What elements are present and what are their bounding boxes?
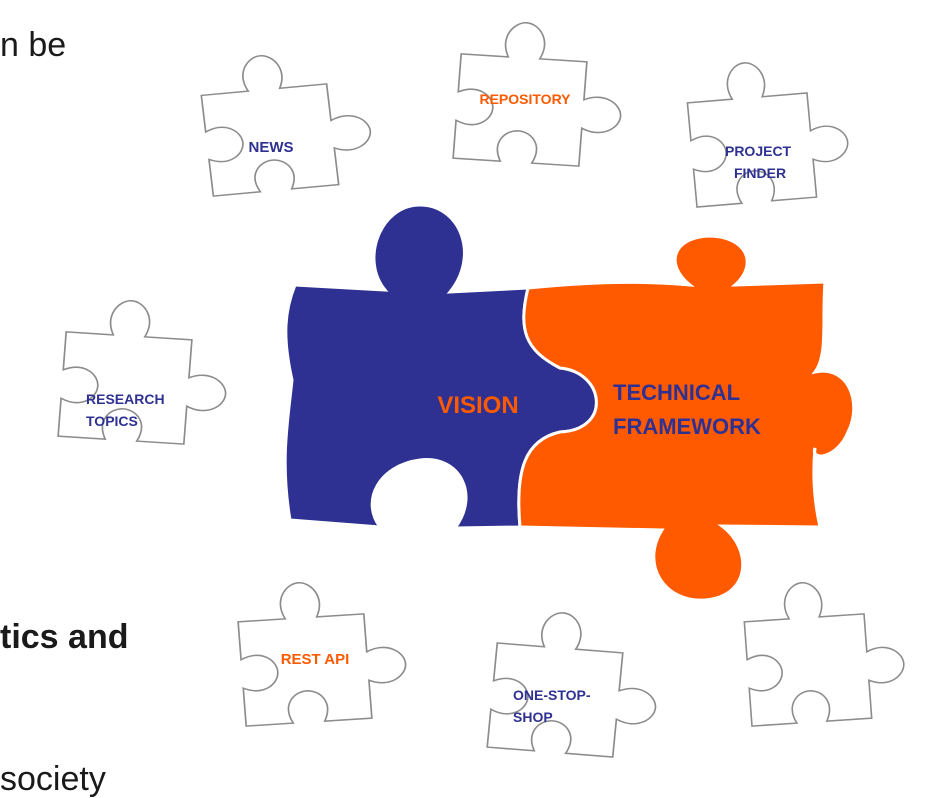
label-repository: REPOSITORY <box>479 91 571 107</box>
label-technical-framework: TECHNICAL FRAMEWORK <box>613 380 761 439</box>
label-vision: VISION <box>437 392 518 419</box>
label-research-topics: RESEARCH TOPICS <box>86 391 168 429</box>
puzzle-piece-blank <box>740 575 909 727</box>
label-technical-framework-line-1: TECHNICAL <box>613 380 740 405</box>
text-fragment-top: n be <box>0 26 67 64</box>
label-rest-api: REST API <box>281 651 350 668</box>
text-fragment-middle: tics and <box>0 618 129 656</box>
label-one-stop-shop-line-1: ONE-STOP- <box>513 687 591 703</box>
label-one-stop-shop: ONE-STOP- SHOP <box>513 687 594 725</box>
label-project-finder-line-2: FINDER <box>734 165 786 181</box>
label-research-topics-line-2: TOPICS <box>86 413 138 429</box>
label-one-stop-shop-line-2: SHOP <box>513 709 553 725</box>
puzzle-piece-project-finder <box>683 54 854 208</box>
puzzle-piece-research-topics <box>57 295 234 448</box>
label-project-finder: PROJECT FINDER <box>725 143 795 181</box>
label-research-topics-line-1: RESEARCH <box>86 391 165 407</box>
puzzle-piece-technical-framework <box>517 234 856 602</box>
label-news: NEWS <box>249 139 294 156</box>
label-project-finder-line-1: PROJECT <box>725 143 792 159</box>
puzzle-piece-one-stop-shop <box>486 607 665 761</box>
text-fragment-bottom: society <box>0 760 106 798</box>
label-technical-framework-line-2: FRAMEWORK <box>613 414 761 439</box>
puzzle-piece-news <box>196 45 378 197</box>
